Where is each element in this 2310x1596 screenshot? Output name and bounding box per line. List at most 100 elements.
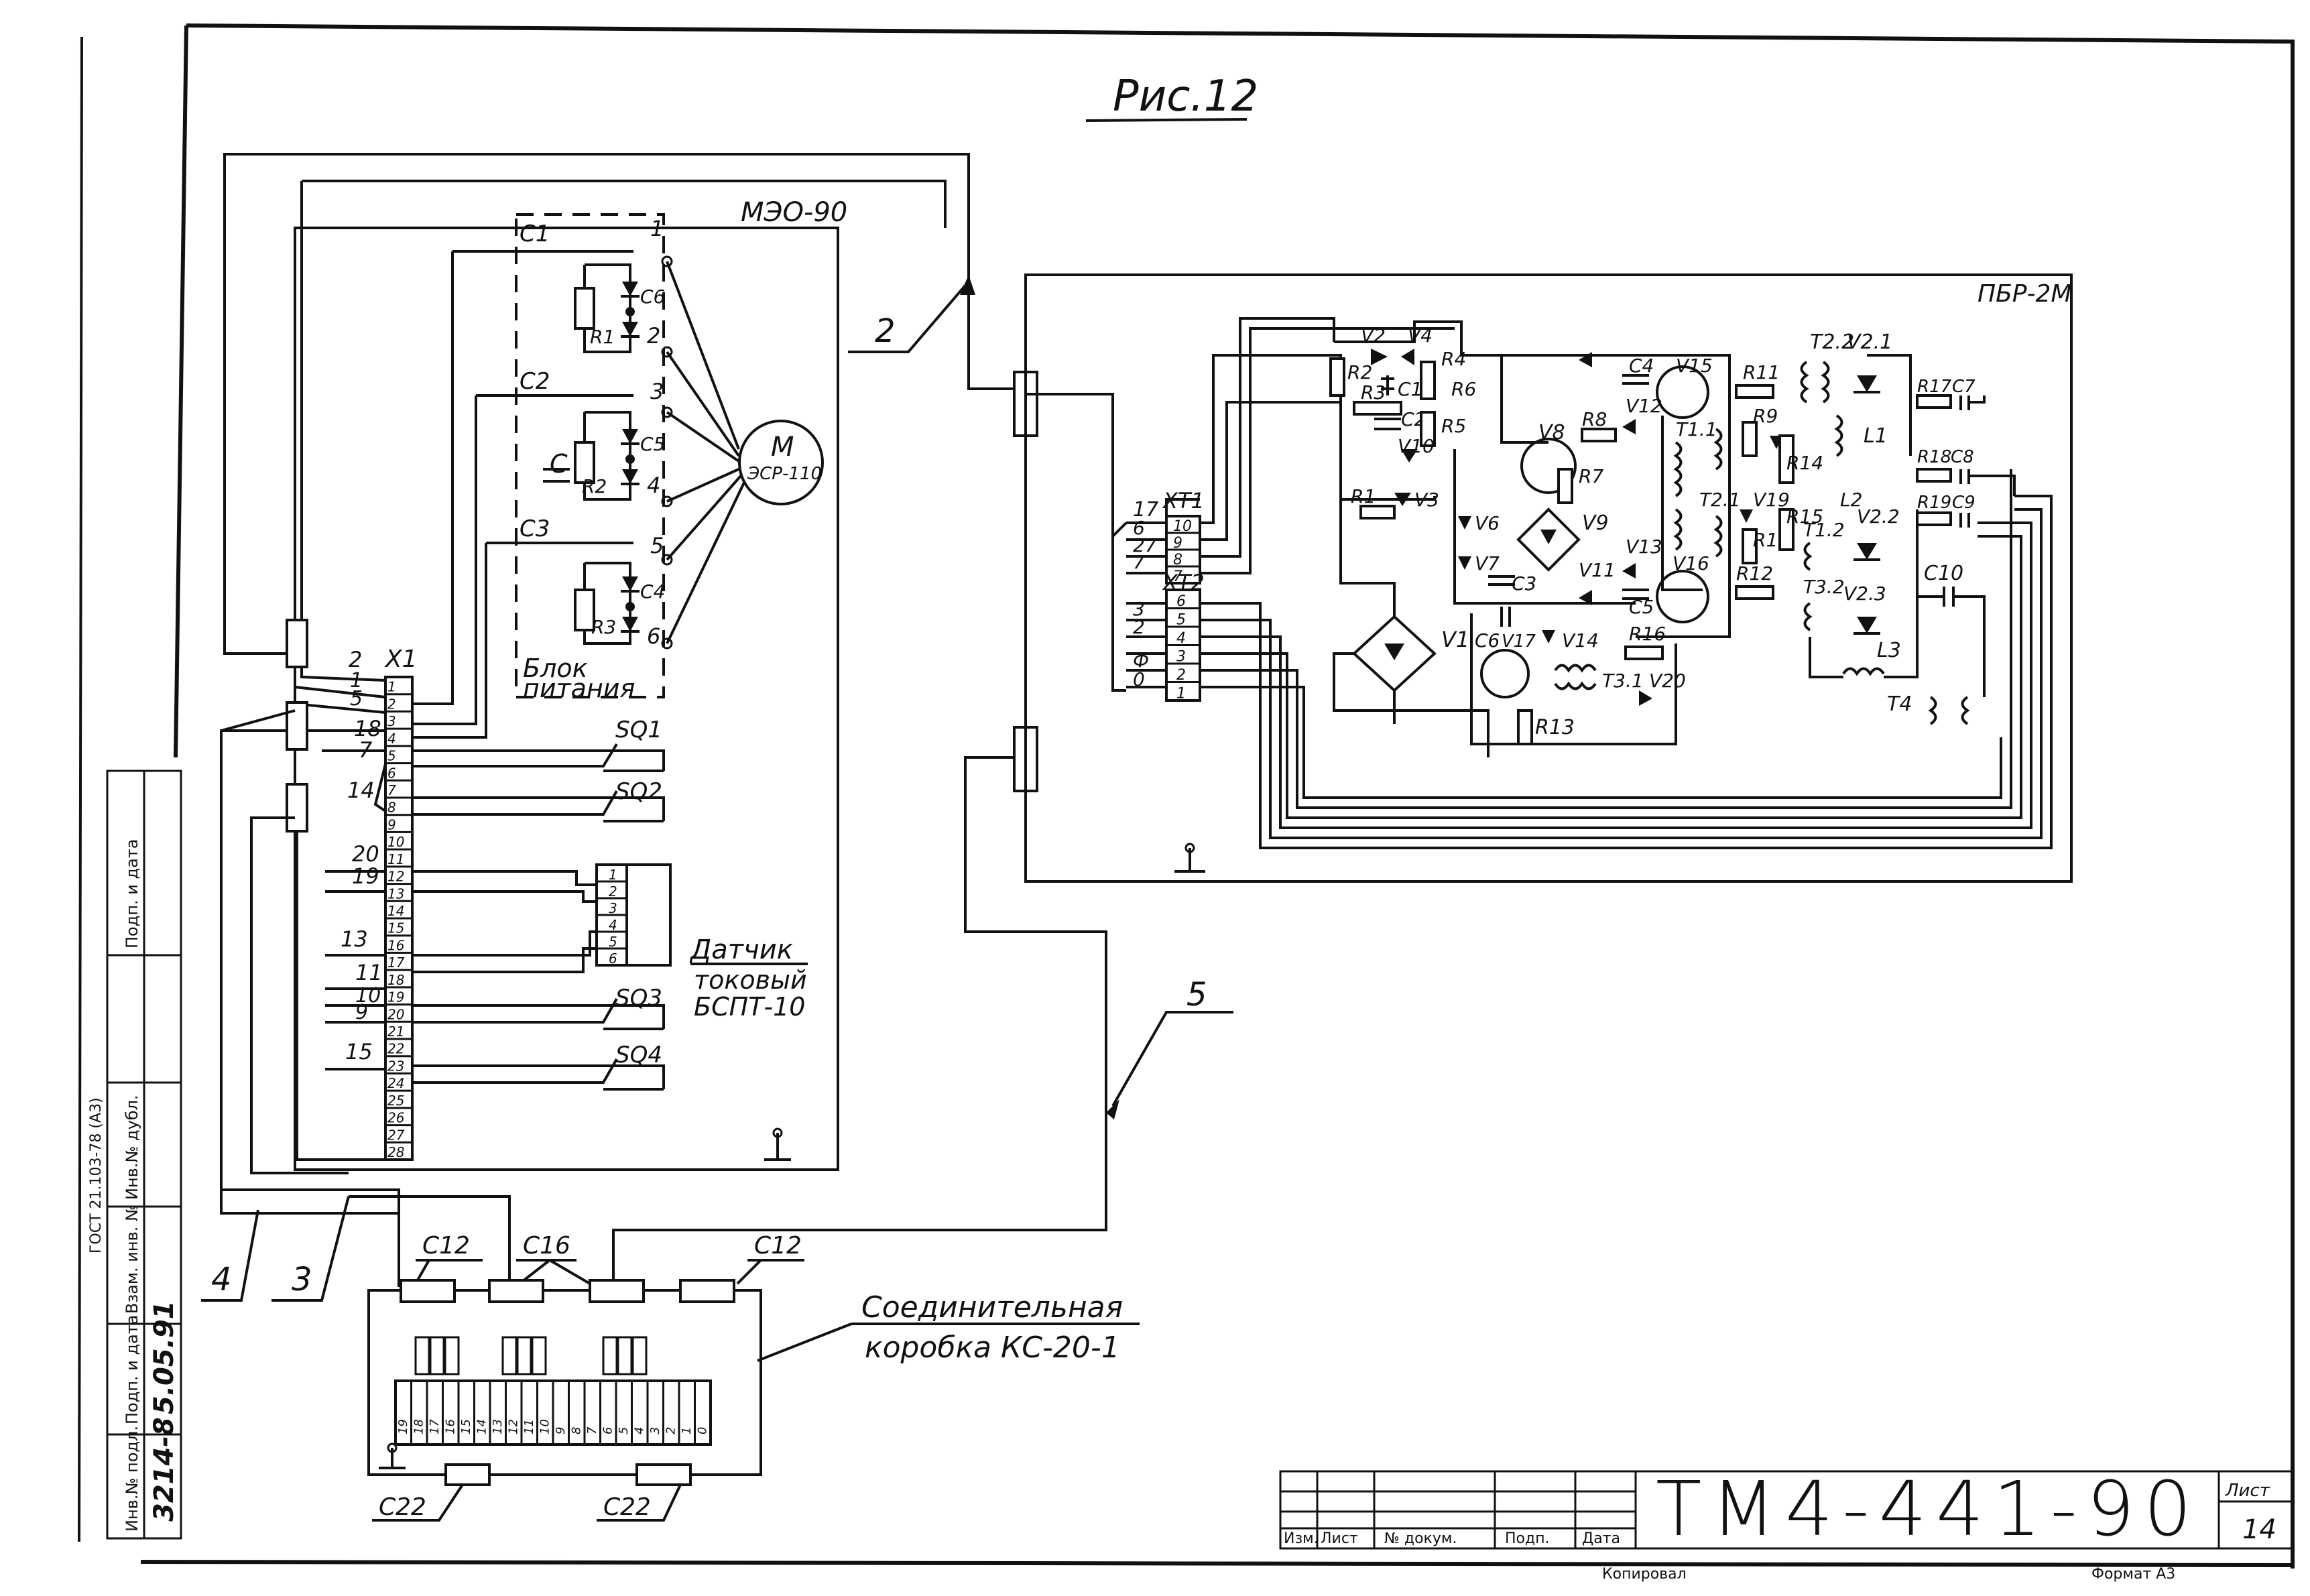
r2-label: R2 (1347, 361, 1372, 383)
list-label: Лист (2225, 1481, 2270, 1501)
x1-terminal-number: 11 (387, 851, 404, 867)
gland-c12-right: С12 (754, 1232, 802, 1260)
sheet-frame (78, 23, 2295, 1569)
psu-label-2: питания (523, 674, 635, 703)
motor: М ЭСР-110 (666, 261, 824, 644)
psu-rung-1: R1 С6 1 2 (452, 216, 673, 358)
pbr-lower: C6 V17 V14 R16 T3.1 V20 R13 (1470, 607, 1686, 745)
x1-terminal-number: 17 (387, 955, 405, 971)
box-terminal-number: 4 (633, 1427, 647, 1434)
x1-wire-13: 13 (341, 926, 368, 952)
l1-label: L1 (1864, 424, 1888, 448)
x1-terminal-number: 23 (387, 1058, 404, 1074)
x1-wire-2: 2 (349, 647, 362, 672)
box-cable-clip (501, 1336, 518, 1375)
box-terminal-number: 6 (601, 1427, 615, 1434)
box-terminal-number: 12 (507, 1419, 521, 1434)
c7-label: C7 (1952, 377, 1975, 397)
cable-5-label: 5 (1106, 976, 1233, 1119)
x1-terminal-number: 21 (387, 1024, 404, 1040)
xt2-pin-number: 5 (1176, 612, 1186, 629)
pbr-wire-3: 3 (1133, 598, 1145, 620)
cap-c: С (550, 449, 568, 479)
cable-2-number: 2 (875, 312, 896, 350)
cable-3-label: 3 (271, 1196, 350, 1302)
x1-wire-labels: 2 1 5 18 7 14 20 19 13 11 10 9 15 (341, 647, 383, 1064)
cap-c2: С2 (520, 368, 550, 395)
cable-5-number: 5 (1187, 976, 1207, 1014)
c1-label: C1 (1398, 378, 1422, 400)
box-terminal-number: 1 (680, 1427, 694, 1434)
switch-sq4: SQ4 (412, 1042, 665, 1091)
c6-label: C6 (1475, 629, 1500, 652)
r4-label: R4 (1441, 348, 1466, 370)
x1-label: Х1 (384, 646, 418, 673)
psu-c5: С5 (640, 433, 665, 455)
box-cable-clip (617, 1336, 633, 1375)
motor-label-m: М (771, 432, 794, 463)
left-approval-strip: Инв.№ подл. Подп. и дата Взам. инв. № Ин… (88, 770, 182, 1540)
x1-terminal-number: 8 (387, 800, 396, 816)
v4-label: V4 (1408, 324, 1433, 347)
cable-3-number: 3 (292, 1261, 312, 1298)
pbr-power: T2.2 V2.1 L1 T1.2 T3.2 L2 V2.2 V2.3 L3 (1800, 330, 2016, 725)
t21-label: T2.1 (1699, 489, 1741, 511)
r7-label: R7 (1579, 465, 1603, 487)
ground-icon-pbr (1174, 843, 1205, 873)
v22-label: V2.2 (1857, 505, 1900, 528)
psu-rung-3: R3 С4 5 6 (486, 533, 673, 650)
x1-terminal-number: 19 (387, 989, 404, 1005)
xt1-pin-number: 9 (1173, 535, 1182, 552)
meo-label: МЭО-90 (741, 197, 847, 228)
box-terminal-number: 11 (522, 1419, 536, 1434)
r13-label: R13 (1535, 716, 1575, 739)
v1-label: V1 (1441, 627, 1469, 652)
r19-label: R19 (1917, 493, 1951, 513)
pbr-wire-f: Ф (1133, 650, 1149, 672)
switch-sq2: SQ2 (412, 778, 665, 822)
box-cable-clip (531, 1336, 547, 1375)
pbr-wire-17: 17 (1133, 498, 1158, 521)
r1-label: R1 (1351, 485, 1376, 507)
psu-pin-1: 1 (650, 216, 664, 241)
gland-c22-right: С22 (603, 1493, 651, 1521)
r12-label: R12 (1736, 562, 1773, 585)
x1-terminal-number: 14 (387, 903, 404, 919)
psu-pin-4: 4 (647, 473, 660, 498)
sensor-pin-number: 5 (609, 934, 617, 950)
stamp-h-izm: Изм. (1284, 1530, 1319, 1547)
sq3-label: SQ3 (615, 985, 662, 1011)
pbr-wire-7: 7 (1133, 551, 1145, 573)
psu-pin-2: 2 (647, 323, 660, 349)
cable-2-label: 2 (848, 275, 975, 353)
box-terminal-number: 0 (696, 1427, 710, 1434)
v3-label: V3 (1414, 489, 1439, 511)
v19-label: V19 (1753, 489, 1790, 511)
box-terminal-number: 14 (475, 1419, 489, 1434)
switch-sq1: SQ1 (412, 717, 665, 772)
x1-terminal-number: 28 (387, 1144, 404, 1160)
r6-label: R6 (1451, 378, 1476, 400)
t4-label: T4 (1887, 692, 1912, 716)
strip-label-3: Взам. инв. № (123, 1205, 141, 1314)
r16-label: R16 (1629, 623, 1666, 645)
psu-r3: R3 (591, 616, 616, 638)
stamp-h-doc: № докум. (1384, 1530, 1457, 1547)
v20-label: V20 (1649, 670, 1686, 692)
x1-wire-19: 19 (352, 863, 379, 889)
psu-pin-3: 3 (650, 379, 664, 404)
strip-label-2: Подп. и дата (123, 1315, 141, 1425)
strip-label-5: Подп. и дата (123, 839, 141, 949)
v8-label: V8 (1538, 421, 1565, 444)
gland-c22-left: С22 (379, 1493, 426, 1521)
r11-label: R11 (1743, 361, 1780, 383)
box-terminal-number: 3 (648, 1427, 662, 1434)
t22-label: T2.2 (1810, 330, 1854, 354)
cable-4-number: 4 (211, 1261, 232, 1298)
pbr-middle: V6 V7 C3 V8 V9 R7 R8 V10 V10 V11 (1453, 352, 1636, 605)
box-terminal-number: 5 (617, 1427, 631, 1434)
x1-terminal-number: 24 (387, 1075, 404, 1091)
x1-terminal-number: 2 (387, 696, 396, 712)
box-label-1: Соединительная (861, 1290, 1123, 1325)
